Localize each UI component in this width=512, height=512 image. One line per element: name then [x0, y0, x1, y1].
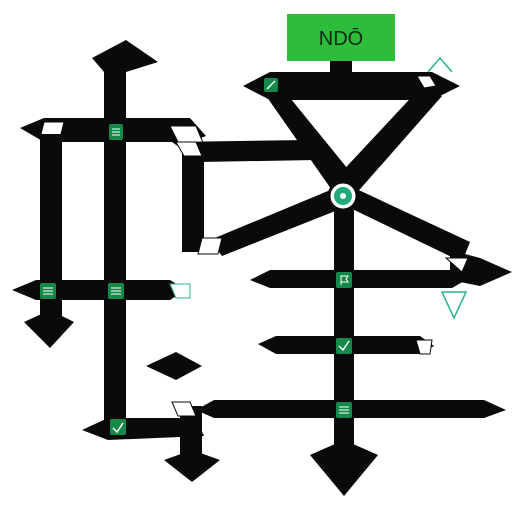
diagonal-right-top	[336, 88, 442, 196]
chip-left-mid-2[interactable]	[108, 283, 124, 299]
left-spine	[104, 60, 126, 438]
chip-right-1-box	[336, 272, 352, 288]
list-icon	[43, 287, 53, 295]
chip-right-1[interactable]	[336, 272, 352, 288]
chevron-icon	[427, 56, 453, 73]
left-mid-bar-notch	[169, 283, 191, 299]
left-mid-bar	[12, 280, 186, 300]
chip-right-2[interactable]	[336, 338, 352, 354]
hub[interactable]	[327, 180, 359, 212]
outer-left-bottom-arrow	[24, 310, 74, 348]
right-bar-2-notch	[415, 339, 433, 355]
title-node-box	[287, 14, 395, 61]
chip-top[interactable]	[264, 78, 278, 92]
list-icon	[111, 287, 121, 295]
chip-bottom-left[interactable]	[110, 419, 126, 435]
bottom-left-drop	[180, 406, 202, 462]
floating-diamond	[146, 352, 202, 380]
mid-connector-notch-top	[175, 141, 203, 157]
chip-bottom-left-box	[110, 419, 126, 435]
check-icon	[338, 340, 350, 352]
bottom-left-arrow	[164, 450, 220, 482]
right-arrow-notch	[444, 257, 469, 273]
central-bottom-arrow	[310, 440, 378, 496]
list-icon	[112, 128, 120, 136]
mid-connector-top	[172, 140, 316, 162]
left-spine-top-arrow	[92, 40, 158, 72]
outer-left-spine	[40, 134, 62, 324]
chip-right-3[interactable]	[336, 402, 352, 418]
mid-connector-notch-bottom	[197, 237, 223, 255]
flag-icon	[340, 275, 349, 285]
central-trunk	[334, 196, 354, 466]
chip-left-mid-1[interactable]	[40, 283, 56, 299]
title-node-stem	[330, 61, 352, 75]
diagonal-lower-right	[346, 186, 470, 262]
title-node[interactable]: NDŌ	[287, 14, 395, 75]
diagonal-lower-left	[210, 186, 348, 256]
chip-right-2-box	[336, 338, 352, 354]
hub-icon-center	[340, 193, 346, 199]
check-icon	[112, 422, 124, 434]
top-bar	[243, 72, 460, 100]
bottom-left-notch	[171, 401, 197, 417]
list-icon	[339, 406, 349, 414]
leaf-icon	[266, 80, 276, 90]
chip-left-upper[interactable]	[109, 124, 123, 140]
mid-connector-vertical	[182, 142, 204, 252]
title-node-label: NDŌ	[319, 27, 363, 50]
triangle-icon	[440, 291, 468, 320]
right-bar-1	[250, 270, 466, 288]
